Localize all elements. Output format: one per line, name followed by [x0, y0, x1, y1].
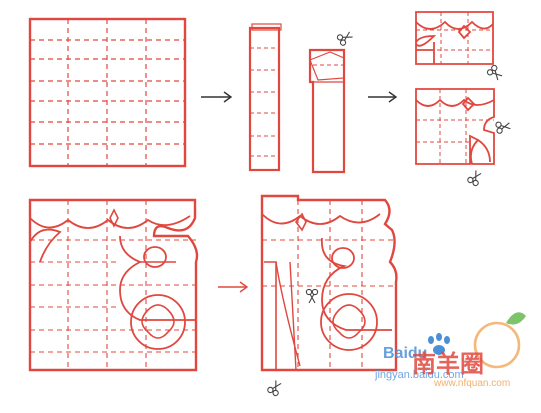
step3-top-cut-piece: [415, 11, 494, 65]
right-arrow-icon: [201, 91, 233, 103]
step4-cut-result: [260, 194, 398, 372]
step4-large-pattern: [28, 198, 199, 372]
watermark-brand: Baidu: [383, 345, 427, 362]
right-arrow-icon: [218, 281, 249, 293]
step2-folded-strip: [248, 23, 282, 172]
fruit-logo-icon: [473, 312, 526, 369]
right-arrow-icon: [368, 91, 398, 103]
watermark-chinese: 南羊圈: [412, 350, 484, 378]
step2-strip-with-fold: [308, 48, 346, 174]
step3-bottom-cut-piece: [415, 88, 495, 165]
baidu-paw-icon: [428, 333, 450, 355]
watermark-domain: jingyan.baidu.com: [374, 369, 464, 381]
watermark-url: www.nfquan.com: [433, 378, 510, 389]
watermark: Baidu jingyan.baidu.com 南羊圈 www.nfquan.c…: [374, 312, 526, 389]
step1-square-grid: [28, 17, 187, 168]
